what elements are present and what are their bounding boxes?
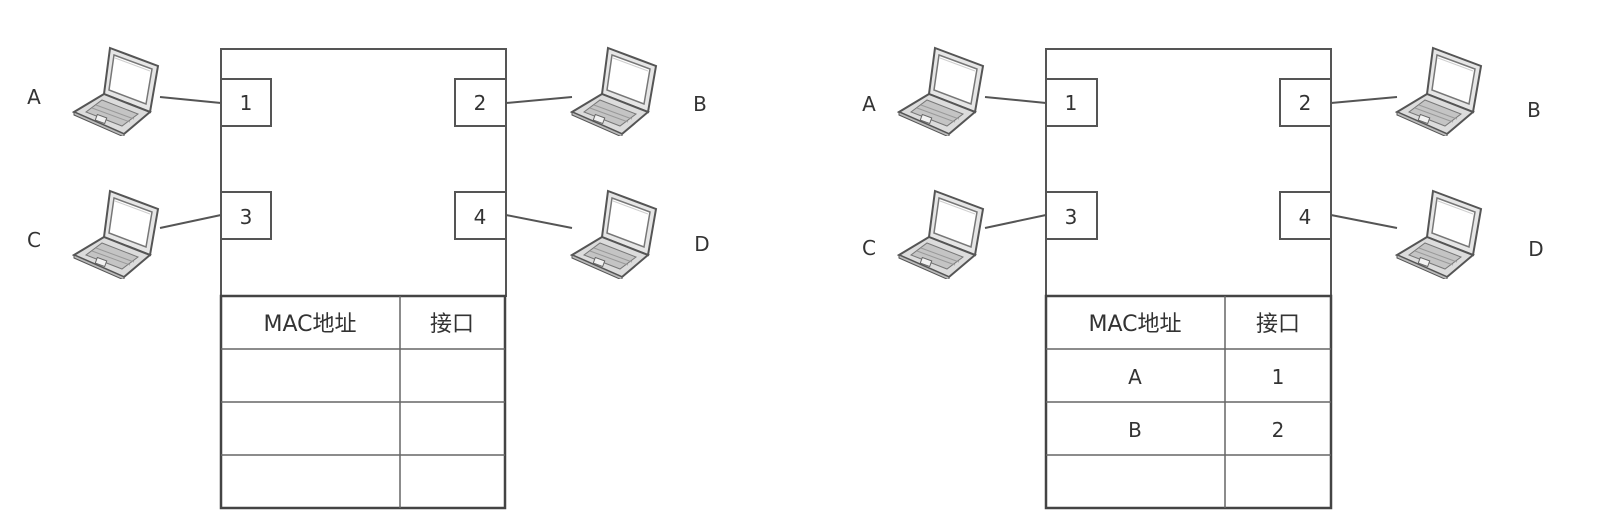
laptop-a-icon <box>898 47 984 136</box>
link-b-port-2 <box>1330 96 1398 104</box>
diagram-1: 1 2 3 4 A B C D <box>27 47 710 510</box>
port-3-label: 3 <box>240 205 253 229</box>
link-c-port-3 <box>984 214 1047 229</box>
port-3: 3 <box>220 191 272 240</box>
host-c-label: C <box>862 236 876 260</box>
port-3-label: 3 <box>1065 205 1078 229</box>
mac-table: MAC地址 接口 <box>219 294 507 510</box>
port-4: 4 <box>454 191 507 240</box>
table-header-port: 接口 <box>1256 312 1300 337</box>
port-1: 1 <box>1045 78 1098 127</box>
table-cell-port: 2 <box>1272 418 1285 442</box>
port-1-label: 1 <box>1065 91 1078 115</box>
laptop-c-icon <box>73 190 159 279</box>
port-1-label: 1 <box>240 91 253 115</box>
link-c-port-3 <box>159 214 222 229</box>
port-4-label: 4 <box>1299 205 1312 229</box>
port-4: 4 <box>1279 191 1332 240</box>
table-header-mac: MAC地址 <box>1088 312 1181 337</box>
table-header-port: 接口 <box>430 312 474 337</box>
host-d-label: D <box>1528 237 1543 261</box>
link-d-port-4 <box>1330 214 1398 229</box>
host-b-label: B <box>1527 98 1541 122</box>
table-cell-mac: A <box>1128 365 1142 389</box>
laptop-a-icon <box>73 47 159 136</box>
laptop-b-icon <box>1396 47 1482 136</box>
table-cell-port: 1 <box>1272 365 1285 389</box>
port-2: 2 <box>454 78 507 127</box>
link-a-port-1 <box>984 96 1047 104</box>
port-1: 1 <box>220 78 272 127</box>
link-b-port-2 <box>505 96 573 104</box>
table-cell-mac: B <box>1128 418 1142 442</box>
host-a-label: A <box>862 92 876 116</box>
port-2-label: 2 <box>474 91 487 115</box>
port-2-label: 2 <box>1299 91 1312 115</box>
laptop-b-icon <box>571 47 657 136</box>
host-b-label: B <box>693 92 707 116</box>
port-2: 2 <box>1279 78 1332 127</box>
laptop-c-icon <box>898 190 984 279</box>
link-d-port-4 <box>505 214 573 229</box>
link-a-port-1 <box>159 96 222 104</box>
mac-table: MAC地址 接口 A 1 B 2 <box>1044 294 1333 510</box>
diagram-2: 1 2 3 4 A B C D MAC地 <box>862 47 1544 510</box>
laptop-d-icon <box>1396 190 1482 279</box>
host-c-label: C <box>27 228 41 252</box>
laptop-d-icon <box>571 190 657 279</box>
host-d-label: D <box>694 232 709 256</box>
port-4-label: 4 <box>474 205 487 229</box>
host-a-label: A <box>27 85 41 109</box>
table-header-mac: MAC地址 <box>263 312 356 337</box>
port-3: 3 <box>1045 191 1098 240</box>
